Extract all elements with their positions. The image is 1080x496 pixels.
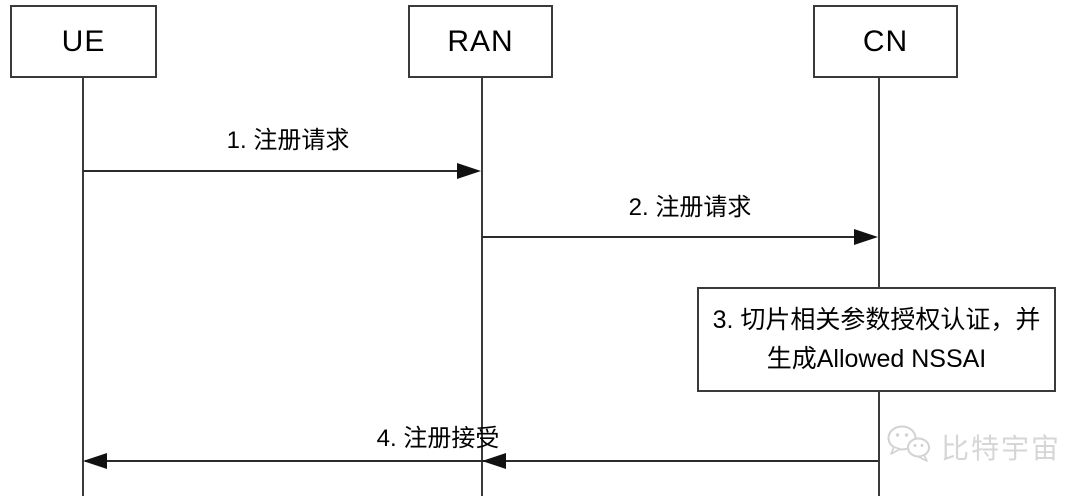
message-4-line [85, 460, 878, 462]
actor-label-cn: CN [862, 24, 909, 58]
arrowhead-right-icon [854, 229, 878, 245]
note-line-1: 3. 切片相关参数授权认证，并 [712, 305, 1041, 334]
message-2-line [482, 236, 862, 238]
note-box-step-3: 3. 切片相关参数授权认证，并 生成Allowed NSSAI [697, 287, 1056, 392]
actor-box-cn: CN [813, 5, 958, 78]
wechat-logo-icon [886, 423, 934, 470]
note-line-2: 生成Allowed NSSAI [766, 344, 987, 373]
actor-box-ran: RAN [408, 5, 553, 78]
actor-label-ran: RAN [447, 24, 514, 58]
arrowhead-left-icon [482, 453, 506, 469]
actor-box-ue: UE [10, 5, 157, 78]
lifeline-ran [481, 77, 483, 496]
message-4-label: 4. 注册接受 [376, 425, 500, 452]
lifeline-ue [82, 77, 84, 496]
arrowhead-right-icon [457, 163, 481, 179]
lifeline-cn [878, 77, 880, 496]
message-2-label: 2. 注册请求 [628, 194, 752, 221]
message-1-line [83, 170, 463, 172]
message-1-label: 1. 注册请求 [226, 127, 350, 154]
actor-label-ue: UE [61, 24, 106, 58]
arrowhead-left-icon [83, 453, 107, 469]
watermark-text: 比特宇宙 [941, 432, 1062, 464]
watermark: 比特宇宙 [886, 423, 1061, 470]
